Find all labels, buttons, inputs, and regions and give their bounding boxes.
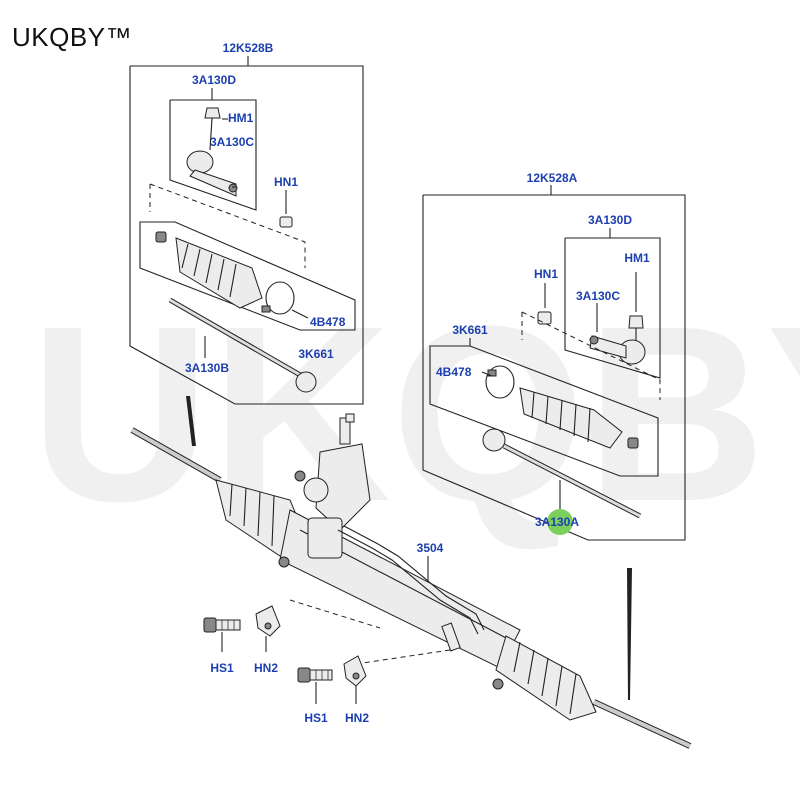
left-boot-part: [155, 231, 263, 309]
right-tie-rod-end-frame: [564, 237, 661, 379]
label-right-4b478: 4B478: [436, 365, 472, 379]
right-inner-tie-rod-part: [482, 428, 642, 519]
upper-bolt-hs1: [203, 617, 241, 652]
label-3a130b: 3A130B: [185, 361, 229, 375]
right-boot-part: [519, 387, 639, 449]
label-right-hm1: HM1: [624, 251, 650, 265]
label-left-hn1: HN1: [274, 175, 298, 189]
label-hn2-upper: HN2: [254, 661, 278, 675]
label-left-3a130d: 3A130D: [192, 73, 236, 87]
label-3504: 3504: [417, 541, 444, 555]
left-tie-rod-end-part: [186, 107, 238, 197]
label-hs1-upper: HS1: [210, 661, 234, 675]
brand-logo: UKQBY™: [12, 22, 133, 52]
label-right-3k661: 3K661: [452, 323, 488, 337]
pinion-housing: [278, 413, 371, 568]
left-pointer-mark: [186, 396, 196, 446]
label-hn2-lower: HN2: [345, 711, 369, 725]
left-boot-frame: [139, 221, 356, 331]
left-clamp-part: [261, 281, 295, 315]
label-12k528b: 12K528B: [223, 41, 274, 55]
label-left-hm1: HM1: [228, 111, 254, 125]
left-tie-rod-end-frame: [169, 99, 257, 211]
lower-bracket-hn2: [343, 655, 367, 704]
label-left-4b478: 4B478: [310, 315, 346, 329]
right-pointer-mark: [627, 568, 632, 700]
upper-bracket-hn2: [255, 605, 281, 652]
right-kit-group: [422, 185, 686, 541]
left-kit-frame: [129, 65, 364, 405]
watermark: UKQBY™: [30, 274, 800, 553]
label-left-3k661: 3K661: [298, 347, 334, 361]
right-kit-frame: [422, 194, 686, 541]
left-inner-tie-rod-part: [168, 297, 317, 393]
label-right-3a130c: 3A130C: [576, 289, 620, 303]
lower-bolt-hs1: [297, 667, 333, 704]
label-hs1-lower: HS1: [304, 711, 328, 725]
label-3a130a: 3A130A: [535, 515, 579, 529]
right-tie-rod-end-part: [589, 315, 646, 365]
label-right-3a130d: 3A130D: [588, 213, 632, 227]
highlight-dot: [547, 509, 573, 535]
steering-rack-assembly: [130, 413, 692, 749]
label-left-3a130c: 3A130C: [210, 135, 254, 149]
label-right-hn1: HN1: [534, 267, 558, 281]
left-hn1-nut: [279, 190, 293, 228]
label-12k528a: 12K528A: [527, 171, 578, 185]
left-kit-group: [129, 56, 364, 405]
